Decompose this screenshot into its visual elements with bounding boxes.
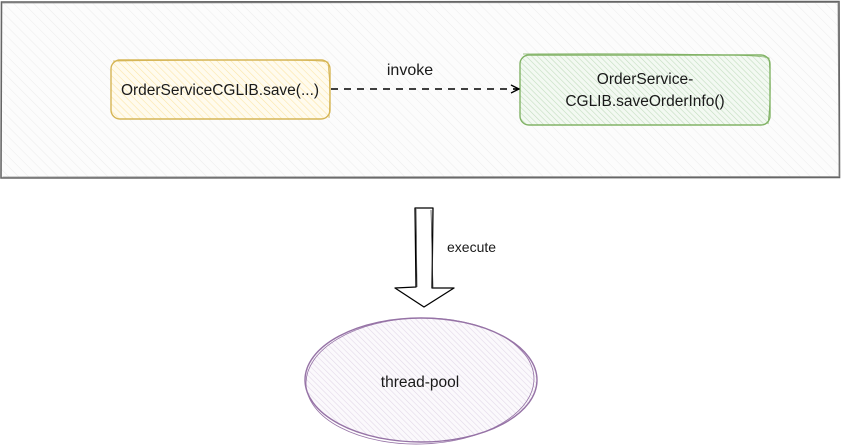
callee-label-line1: OrderService- (597, 71, 693, 88)
node-thread-pool[interactable]: thread-pool (304, 315, 538, 447)
callee-label-line2: CGLIB.saveOrderInfo() (565, 93, 724, 110)
caller-label: OrderServiceCGLIB.save(...) (121, 82, 319, 99)
node-callee[interactable]: OrderService- CGLIB.saveOrderInfo() (519, 53, 771, 126)
edge-execute[interactable]: execute (394, 207, 496, 308)
block-arrow-icon (394, 207, 455, 308)
execute-label: execute (447, 239, 496, 255)
edge-invoke[interactable]: invoke (331, 62, 519, 89)
thread-pool-label: thread-pool (381, 374, 459, 391)
node-caller[interactable]: OrderServiceCGLIB.save(...) (110, 59, 331, 120)
invoke-label: invoke (387, 62, 433, 79)
